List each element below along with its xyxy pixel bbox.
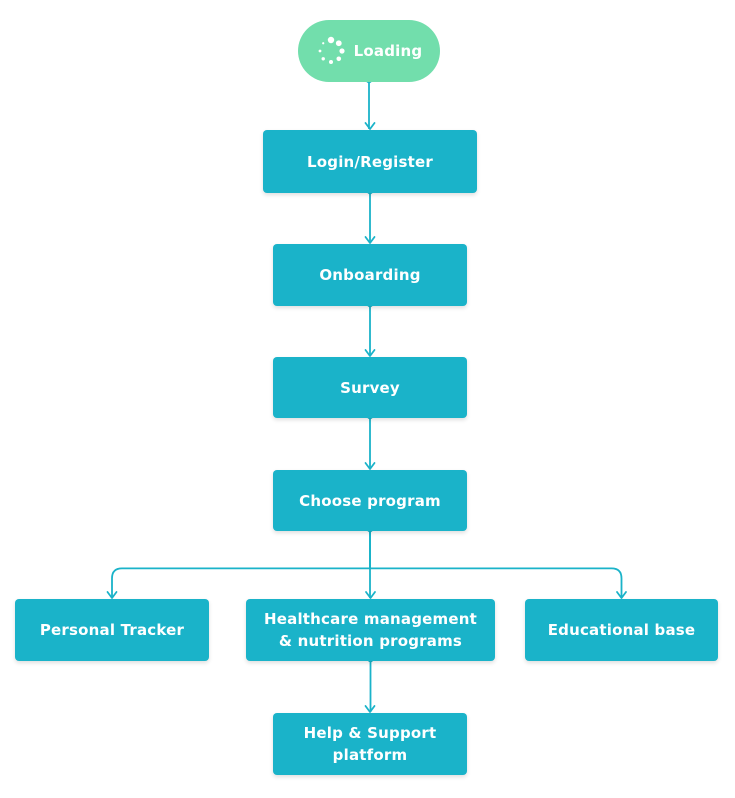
edge-choose-tracker xyxy=(111,531,371,598)
arrowhead-health-help xyxy=(364,705,376,713)
node-personal-tracker: Personal Tracker xyxy=(15,599,209,661)
node-educational-base: Educational base xyxy=(525,599,718,661)
arrowhead-choose-health xyxy=(365,591,376,599)
edge-choose-edu xyxy=(369,531,623,598)
node-help-support-label: Help & Support platform xyxy=(303,724,437,764)
spinner-dot xyxy=(318,49,322,53)
spinner-dot xyxy=(335,40,342,47)
arrowhead-onboard-survey xyxy=(364,349,376,357)
node-loading: Loading xyxy=(298,20,440,82)
node-login-register: Login/Register xyxy=(263,130,477,193)
node-survey: Survey xyxy=(273,357,467,418)
node-survey-label: Survey xyxy=(340,378,400,397)
node-healthcare-nutrition-label: Healthcare management & nutrition progra… xyxy=(264,610,477,650)
spinner-dot xyxy=(321,42,324,45)
arrowhead-choose-tracker xyxy=(106,591,118,599)
arrowhead-choose-edu xyxy=(616,591,627,599)
node-help-support: Help & Support platform xyxy=(273,713,467,775)
node-onboarding-label: Onboarding xyxy=(319,266,421,284)
spinner-dot xyxy=(321,57,325,61)
arrowhead-survey-choose xyxy=(364,462,376,470)
arrowhead-login-onboard xyxy=(364,236,376,244)
spinner-dot xyxy=(328,60,333,64)
node-educational-base-label: Educational base xyxy=(547,621,696,639)
spinner-dot xyxy=(336,56,341,62)
node-healthcare-nutrition: Healthcare management & nutrition progra… xyxy=(246,599,495,661)
arrowhead-start-login xyxy=(364,122,376,130)
node-choose-program-label: Choose program xyxy=(299,491,441,510)
node-login-register-label: Login/Register xyxy=(307,152,433,171)
node-personal-tracker-label: Personal Tracker xyxy=(39,621,185,639)
node-loading-label: Loading xyxy=(353,42,423,60)
loading-spinner-icon xyxy=(318,36,345,64)
node-choose-program: Choose program xyxy=(273,470,467,531)
node-onboarding: Onboarding xyxy=(273,244,467,306)
spinner-dot xyxy=(339,48,345,54)
spinner-dot xyxy=(327,36,334,44)
